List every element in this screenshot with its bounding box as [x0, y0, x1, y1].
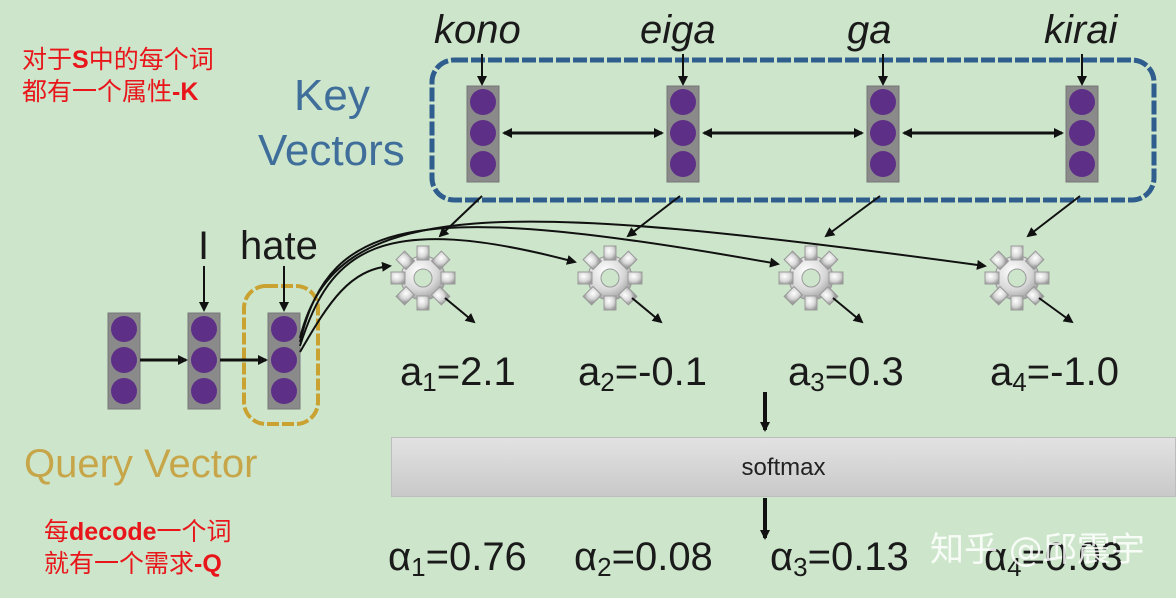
key-vector-1 [466, 85, 500, 183]
query-vector-3 [267, 312, 301, 410]
query-vector-label: Query Vector [24, 442, 258, 486]
key-vector-4 [1065, 85, 1099, 183]
key-vector-2 [666, 85, 700, 183]
query-vector-1 [107, 312, 141, 410]
gear-icon [778, 245, 844, 311]
gear-icon [984, 245, 1050, 311]
key-word-kirai: kirai [1044, 8, 1118, 52]
key-vectors-box [429, 57, 1157, 203]
score-a2: a2=-0.1 [578, 350, 708, 397]
softmax-label: softmax [741, 454, 826, 481]
key-word-eiga: eiga [640, 8, 716, 52]
weight-alpha4: α4=0.03 [984, 535, 1123, 582]
query-annotation: 每decode一个词 就有一个需求-Q [44, 517, 232, 578]
score-a4: a4=-1.0 [990, 350, 1120, 397]
key-word-kono: kono [434, 8, 521, 52]
weight-alpha3: α3=0.13 [770, 535, 909, 582]
query-vector-box [242, 284, 320, 426]
gear-icon [577, 245, 643, 311]
key-word-ga: ga [847, 8, 892, 52]
watermark: 知乎 @邱震宇 [930, 530, 1145, 570]
score-a3: a3=0.3 [788, 350, 904, 397]
key-vectors-label-line2: Vectors [258, 126, 405, 175]
key-vectors-label: Key [294, 71, 370, 120]
softmax-box: softmax [391, 437, 1176, 497]
key-vector-3 [866, 85, 900, 183]
gear-icon [390, 245, 456, 311]
score-a1: a1=2.1 [400, 350, 516, 397]
weight-alpha1: α1=0.76 [388, 535, 527, 582]
query-word-i: I [198, 224, 210, 268]
key-annotation: 对于S中的每个词 都有一个属性-K [22, 45, 214, 106]
query-word-hate: hate [240, 224, 318, 268]
weight-alpha2: α2=0.08 [574, 535, 713, 582]
query-vector-2 [187, 312, 221, 410]
